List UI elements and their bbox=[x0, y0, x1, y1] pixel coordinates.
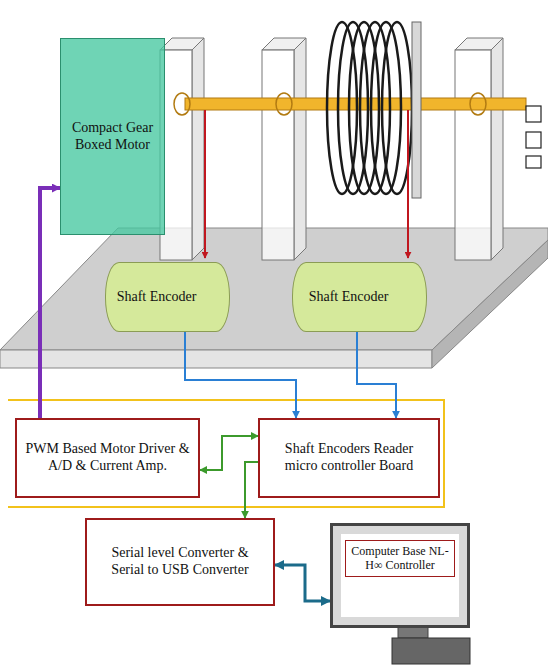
signal-connector bbox=[245, 462, 258, 518]
shaft-encoder: Shaft Encoder bbox=[292, 262, 427, 332]
shaft-to-encoder-arrow bbox=[204, 110, 206, 258]
signal-connector bbox=[185, 332, 296, 418]
shaft-to-encoder-arrow bbox=[407, 110, 409, 258]
coil-spring bbox=[327, 22, 412, 194]
end-connector bbox=[526, 106, 541, 168]
computer-monitor: Computer Base NL-H∞ Controller bbox=[330, 523, 470, 628]
node-label: Shaft Encoder bbox=[117, 289, 197, 306]
signal-connector bbox=[200, 436, 258, 470]
support-plates bbox=[160, 38, 503, 260]
node-label: PWM Based Motor Driver & A/D & Current A… bbox=[25, 441, 190, 475]
node-label: Compact Gear Boxed Motor bbox=[67, 120, 158, 154]
signal-connector bbox=[357, 332, 396, 418]
signal-connector bbox=[40, 188, 60, 418]
node-label: Serial level Converter & Serial to USB C… bbox=[95, 545, 265, 579]
converter-box: Serial level Converter & Serial to USB C… bbox=[85, 518, 275, 606]
node-label: Shaft Encoder bbox=[309, 289, 389, 306]
monitor-base bbox=[392, 638, 470, 664]
coil-flange bbox=[412, 22, 421, 198]
motor-box: Compact Gear Boxed Motor bbox=[60, 38, 165, 235]
driver-box: PWM Based Motor Driver & A/D & Current A… bbox=[15, 418, 200, 498]
signal-connector bbox=[275, 565, 330, 601]
shaft bbox=[185, 98, 526, 110]
base-plate-front bbox=[0, 350, 432, 368]
board-frame bbox=[8, 400, 444, 507]
node-label: Shaft Encoders Reader micro controller B… bbox=[268, 441, 430, 475]
shaft-encoder: Shaft Encoder bbox=[105, 262, 230, 332]
shaft-holes bbox=[174, 93, 486, 115]
microcontroller-box: Shaft Encoders Reader micro controller B… bbox=[258, 418, 440, 498]
node-label: Computer Base NL-H∞ Controller bbox=[345, 540, 455, 577]
